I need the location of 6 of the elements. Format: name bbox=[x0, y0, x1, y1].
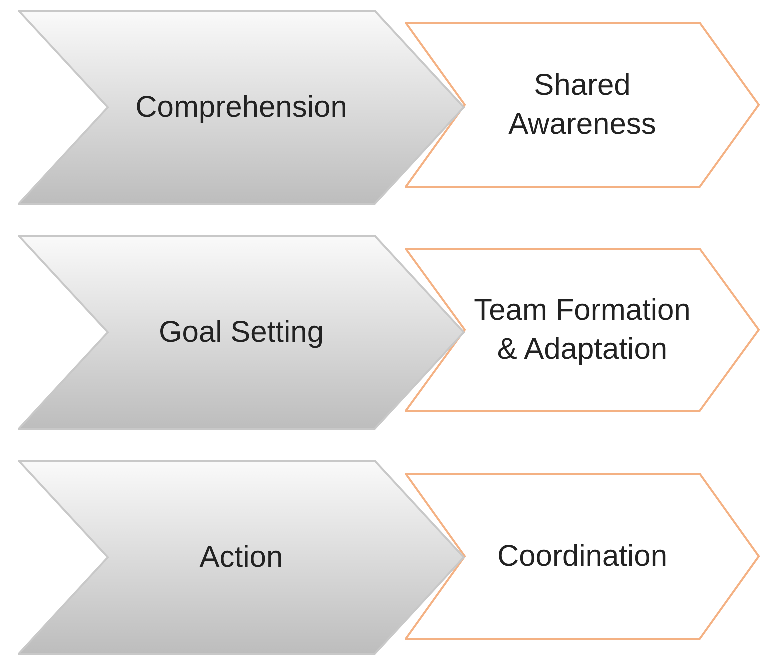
chevron-label: Action bbox=[200, 540, 284, 576]
chevron-label: Coordination bbox=[497, 539, 668, 575]
chevron-label: Goal Setting bbox=[158, 315, 324, 351]
chevron-label: Shared Awareness bbox=[508, 68, 658, 143]
chevron-label: Team Formation & Adaptation bbox=[473, 293, 692, 368]
chevron-label: Comprehension bbox=[136, 90, 348, 126]
